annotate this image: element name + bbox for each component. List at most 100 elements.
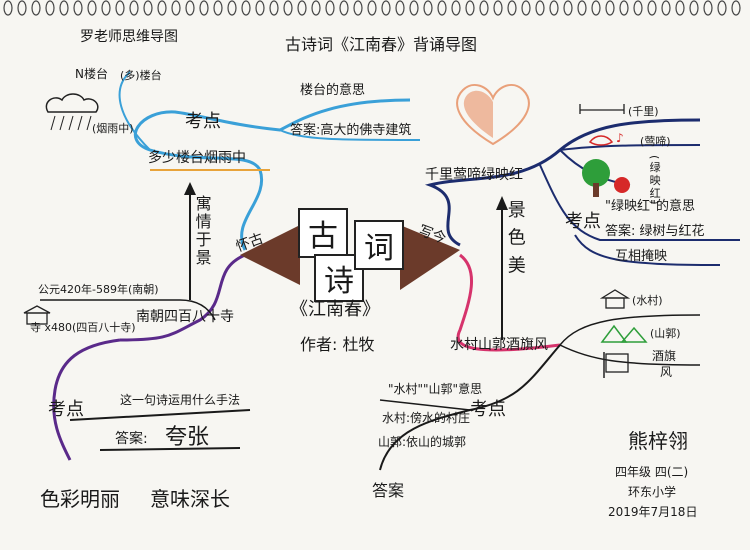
bird-icon: ♪ xyxy=(588,131,624,146)
rain-cloud-icon xyxy=(45,93,99,131)
spiral-ring xyxy=(381,0,391,16)
answer-label: 答案 xyxy=(372,481,405,500)
spiral-ring xyxy=(451,0,461,16)
poem-title: 《江南春》 xyxy=(290,299,380,320)
center-char-ci: 词 xyxy=(354,220,404,270)
branch-ur-4 xyxy=(539,164,740,241)
branch-lr-3 xyxy=(559,344,701,366)
sketch-shuicun: (水村) xyxy=(632,294,663,307)
spiral-ring xyxy=(269,0,279,16)
spiral-ring xyxy=(157,0,167,16)
branch-sketch-link xyxy=(118,71,151,151)
spiral-ring xyxy=(675,0,685,16)
poem-line-1: 多少楼台烟雨中 xyxy=(148,150,246,166)
branch-ur-2 xyxy=(559,144,701,151)
spiral-ring xyxy=(283,0,293,16)
branch-lower-left xyxy=(119,253,246,342)
spiral-ring xyxy=(521,0,531,16)
spiral-ring xyxy=(255,0,265,16)
sketch-qianli: (千里) xyxy=(628,105,659,118)
spiral-ring xyxy=(689,0,699,16)
house-icon xyxy=(600,289,630,309)
spiral-ring xyxy=(493,0,503,16)
kaodian-right-bottom: 考点 xyxy=(470,399,506,420)
spiral-ring xyxy=(227,0,237,16)
branch-lower-right xyxy=(456,253,561,352)
spiral-ring xyxy=(353,0,363,16)
branch-lr-5 xyxy=(379,399,471,411)
branch-year xyxy=(40,299,216,321)
branch-lr-2 xyxy=(559,314,701,346)
heart-icon xyxy=(456,83,530,146)
spiral-ring xyxy=(87,0,97,16)
kaodian-right-answer: 答案: 绿树与红花 xyxy=(605,224,705,239)
poem-line-2: 南朝四百八十寺 xyxy=(136,309,234,325)
sketch-jiuqi: 酒旗 xyxy=(652,349,677,363)
spiral-ring xyxy=(423,0,433,16)
sketch-shanguo: (山郭) xyxy=(650,327,681,340)
branch-upper-left xyxy=(133,98,411,251)
spiral-ring xyxy=(563,0,573,16)
spiral-ring xyxy=(73,0,83,16)
kaodian-right: 考点 xyxy=(565,211,601,232)
center-char-gu: 古 xyxy=(298,208,348,258)
branch-upper-right xyxy=(424,118,701,247)
school-name: 环东小学 xyxy=(628,485,677,499)
sketch-yingti: (莺啼) xyxy=(640,135,671,148)
spiral-ring xyxy=(297,0,307,16)
spiral-ring xyxy=(241,0,251,16)
branch-bottom-a xyxy=(99,447,241,451)
mode-jingsemei: 景 色 美 xyxy=(504,200,526,276)
bottom-answer: 夸张 xyxy=(165,425,210,450)
spiral-ring xyxy=(507,0,517,16)
bottom-question: 这一句诗运用什么手法 xyxy=(120,393,241,407)
kaodian-right-question: "绿映红"的意思 xyxy=(605,199,695,214)
sketch-label-duo-loutai: (多)楼台 xyxy=(120,69,162,82)
spiral-ring xyxy=(129,0,139,16)
temple-note: 寺 x480(四百八十寺) xyxy=(30,321,136,334)
spiral-binding xyxy=(3,0,741,16)
kaodian2-answer1: 水村:傍水的村庄 xyxy=(382,411,471,425)
spiral-ring xyxy=(59,0,69,16)
tree-flower-icon xyxy=(582,159,630,197)
spiral-ring xyxy=(311,0,321,16)
spiral-ring xyxy=(731,0,741,16)
spiral-ring xyxy=(213,0,223,16)
mode-yuqingyujing: 寓情于景 xyxy=(192,195,212,267)
spiral-ring xyxy=(395,0,405,16)
left-wedge xyxy=(240,225,300,285)
spiral-ring xyxy=(325,0,335,16)
kaodian2-question: "水村""山郭"意思 xyxy=(388,382,483,396)
temple-icon xyxy=(23,305,51,325)
spiral-ring xyxy=(115,0,125,16)
branch-line1-subanswer xyxy=(279,129,421,141)
spiral-ring xyxy=(143,0,153,16)
spiral-ring xyxy=(605,0,615,16)
spiral-ring xyxy=(591,0,601,16)
left-arrow-head xyxy=(184,182,196,195)
spiral-ring xyxy=(535,0,545,16)
spiral-ring xyxy=(549,0,559,16)
spiral-ring xyxy=(577,0,587,16)
poem-author: 作者: 杜牧 xyxy=(300,335,375,354)
spiral-ring xyxy=(45,0,55,16)
spiral-ring xyxy=(101,0,111,16)
phrase-yiweishenchang: 意味深长 xyxy=(150,487,230,511)
phrase-secaimingli: 色彩明丽 xyxy=(40,487,120,511)
sketch-label-yanyu: (烟雨中) xyxy=(92,122,134,135)
branch-lower-left-2 xyxy=(52,338,121,461)
spiral-ring xyxy=(647,0,657,16)
spiral-ring xyxy=(619,0,629,16)
spiral-ring xyxy=(479,0,489,16)
spiral-ring xyxy=(661,0,671,16)
kaodian-top-left: 考点 xyxy=(185,111,221,132)
distance-icon xyxy=(579,104,625,114)
sketch-label-loutai: N楼台 xyxy=(75,67,108,81)
spiral-ring xyxy=(465,0,475,16)
right-wedge xyxy=(400,225,460,290)
spiral-ring xyxy=(171,0,181,16)
year-note: 公元420年-589年(南朝) xyxy=(38,283,159,296)
kaodian-bottom-left: 考点 xyxy=(48,399,84,420)
author-title: 罗老师思维导图 xyxy=(80,29,178,45)
